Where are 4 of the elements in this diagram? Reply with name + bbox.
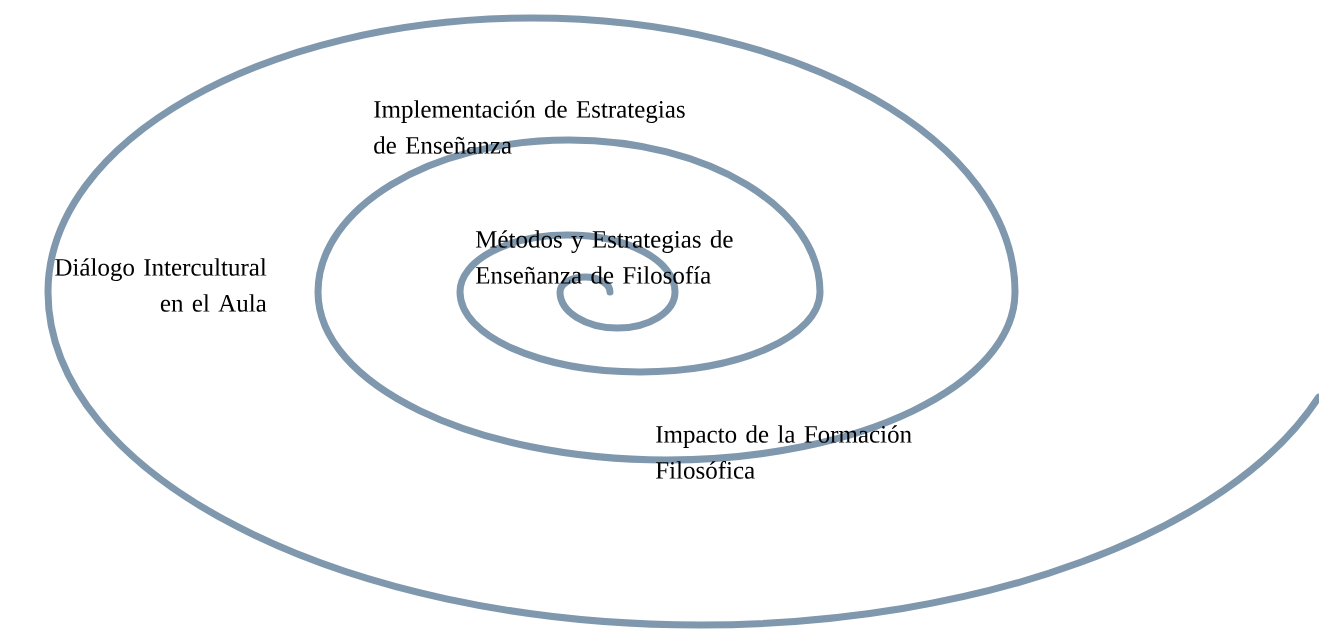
text-label: Diálogo Intercultural en el Aula [55, 258, 267, 312]
text-label: Impacto de la Formación Filosófica [655, 425, 912, 479]
text-label: Métodos y Estrategias de Enseñanza de Filosofía [475, 230, 733, 284]
text-label: Implementación de Estrategias de Enseñanza [374, 100, 685, 154]
